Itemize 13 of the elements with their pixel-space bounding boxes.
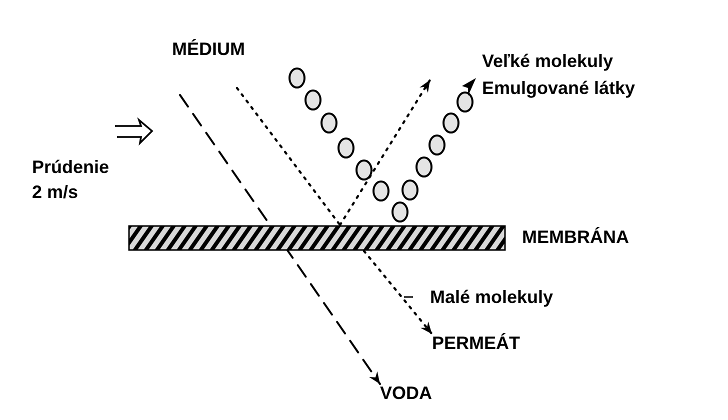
flow-label: VODA <box>380 382 434 405</box>
flow-line <box>236 86 342 226</box>
flow-label: PERMEÁT <box>432 332 522 355</box>
membrane-band <box>128 225 506 251</box>
text-label: Prúdenie 2 m/s <box>32 156 110 204</box>
flow-arrow <box>338 78 432 226</box>
flow-label: Emulgované látky <box>482 77 636 100</box>
flow-arrow <box>362 250 434 336</box>
text-label: MÉDIUM <box>172 38 245 61</box>
part-label: MEMBRÁNA <box>522 226 629 249</box>
text-label: Malé molekuly <box>430 286 554 309</box>
flow-label: Veľké molekuly <box>482 50 614 73</box>
flow-arrow <box>179 94 381 385</box>
